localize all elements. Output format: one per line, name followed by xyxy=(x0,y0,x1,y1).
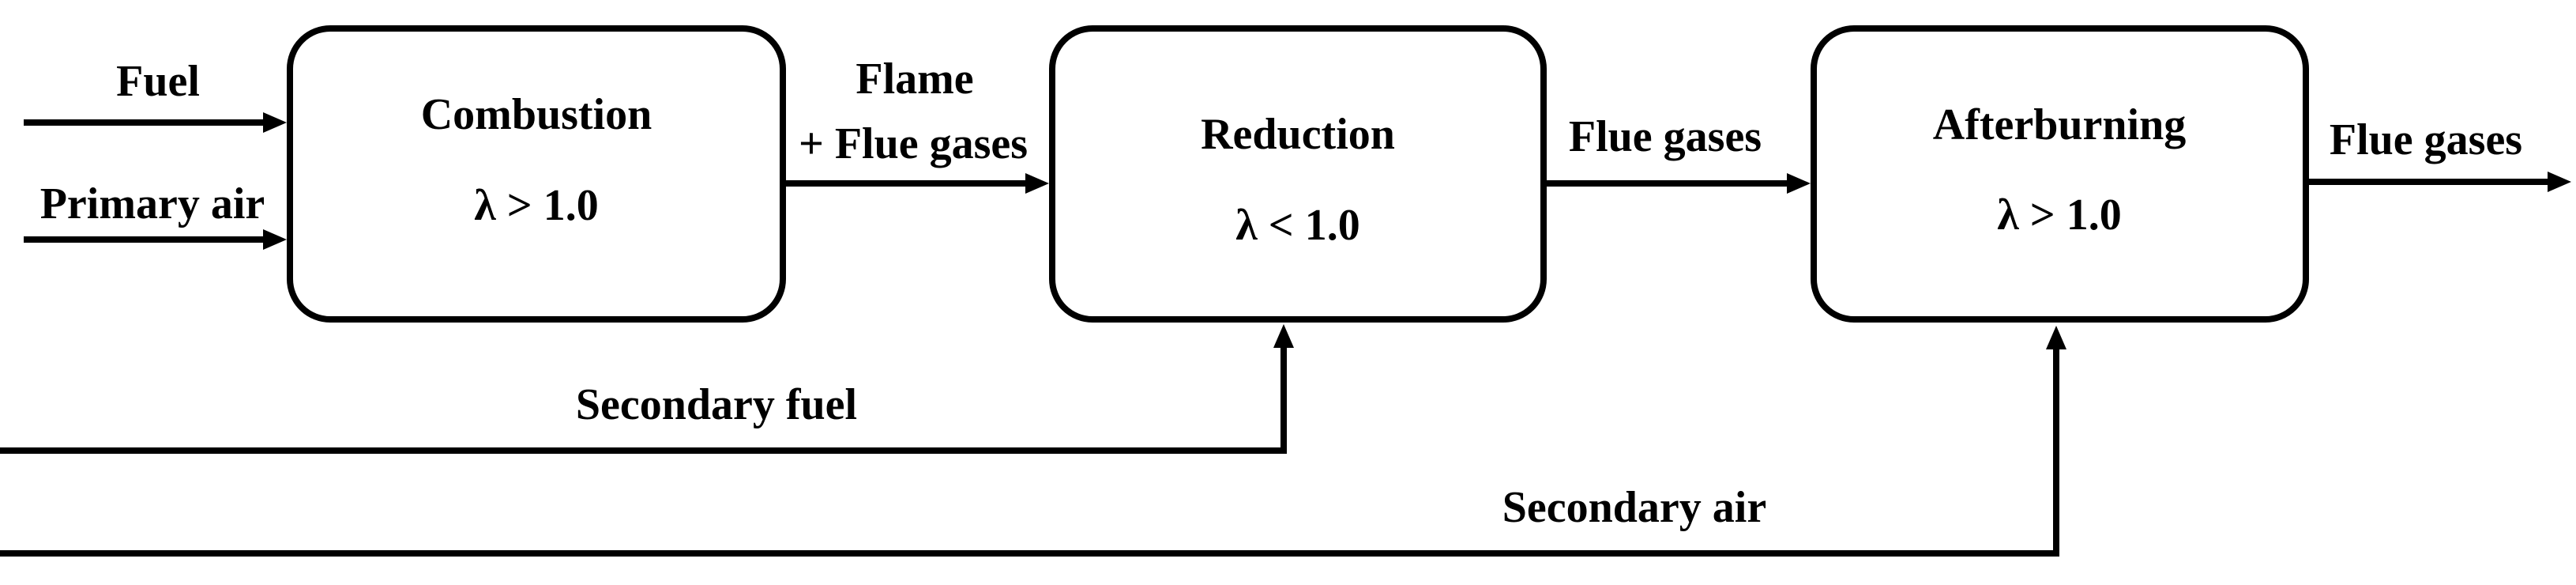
reduction-to-afterburning-arrow-line xyxy=(1547,180,1788,187)
combustion-title: Combustion xyxy=(420,90,652,139)
afterburning-title: Afterburning xyxy=(1932,100,2187,149)
afterburning-condition: λ > 1.0 xyxy=(1997,191,2122,240)
secondary-fuel-line-vertical xyxy=(1280,346,1287,454)
fuel-arrowhead xyxy=(263,112,287,133)
reduction-to-afterburning-arrowhead xyxy=(1787,173,1811,194)
reduction-condition: λ < 1.0 xyxy=(1235,201,1360,250)
secondary-air-label: Secondary air xyxy=(1502,483,1767,532)
fuel-arrow-line xyxy=(24,119,265,126)
secondary-fuel-label: Secondary fuel xyxy=(575,380,858,429)
flue-gases-mid-label: Flue gases xyxy=(1568,112,1762,161)
secondary-air-line-vertical xyxy=(2053,348,2059,557)
reduction-box xyxy=(1049,25,1547,323)
primary-air-arrow-line xyxy=(24,236,265,243)
primary-air-label: Primary air xyxy=(39,179,265,228)
afterburning-box xyxy=(1811,25,2309,323)
secondary-fuel-arrowhead xyxy=(1273,324,1294,348)
reduction-title: Reduction xyxy=(1201,110,1395,159)
combustion-to-reduction-arrow-line xyxy=(786,180,1027,187)
fuel-label: Fuel xyxy=(116,57,200,106)
combustion-box xyxy=(287,25,786,323)
secondary-fuel-line-horizontal xyxy=(0,447,1287,454)
primary-air-arrowhead xyxy=(263,229,287,250)
secondary-air-arrowhead xyxy=(2046,326,2066,349)
flue-gases-out-label: Flue gases xyxy=(2329,115,2523,164)
combustion-condition: λ > 1.0 xyxy=(474,181,599,230)
flame-label-line2: + Flue gases xyxy=(798,119,1029,168)
flue-gas-outlet-arrow-line xyxy=(2309,179,2548,185)
flue-gas-outlet-arrowhead xyxy=(2548,172,2571,192)
secondary-air-line-horizontal xyxy=(0,550,2059,557)
flame-label-line1: Flame xyxy=(856,55,974,104)
combustion-to-reduction-arrowhead xyxy=(1025,173,1049,194)
